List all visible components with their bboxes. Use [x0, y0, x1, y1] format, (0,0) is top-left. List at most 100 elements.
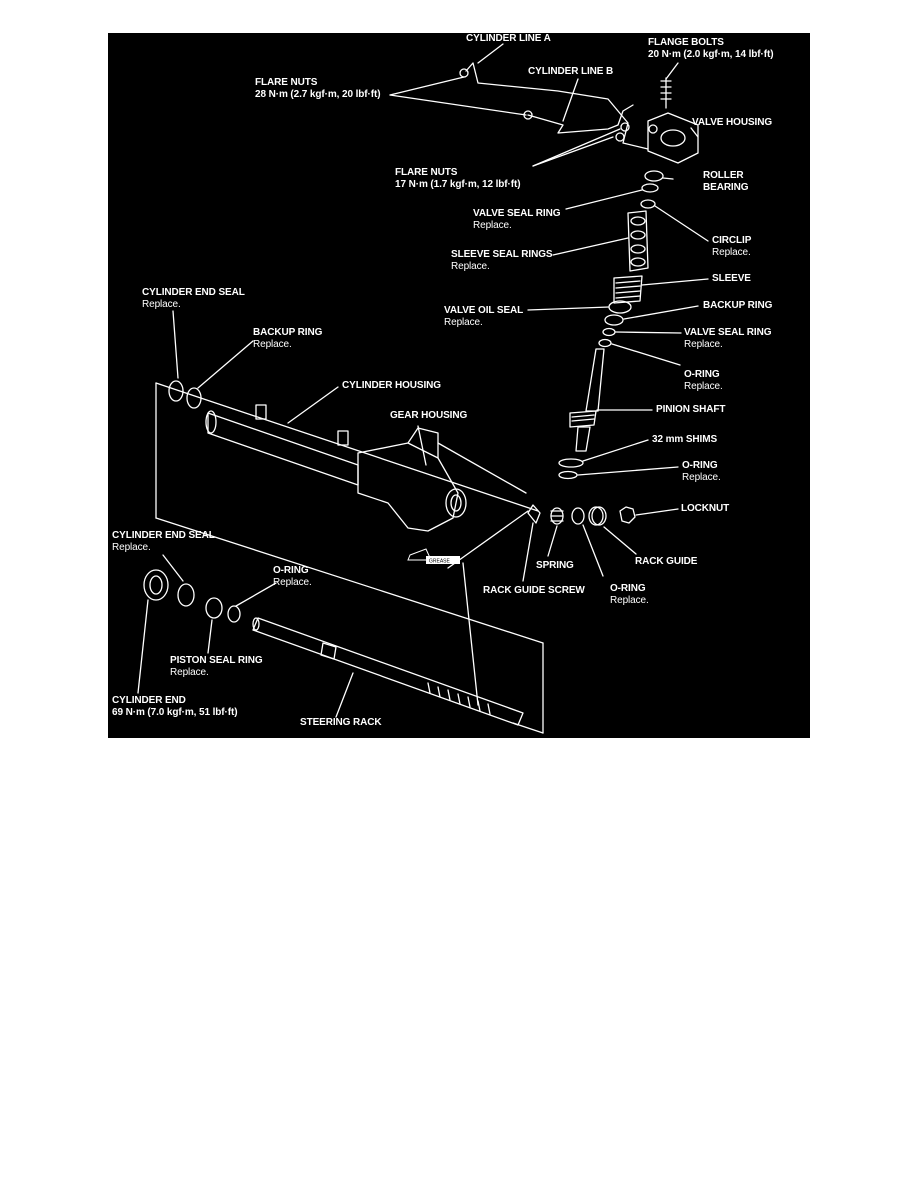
sleeve — [613, 275, 643, 304]
leader-flare-nuts-lower-1 — [532, 136, 614, 167]
gear-housing-pinion-boss — [407, 427, 439, 459]
steering-rack-piston — [320, 642, 337, 660]
leader-cylinder-line-b — [562, 78, 579, 122]
gear-housing-bore — [445, 488, 467, 518]
leader-cylinder-end-seal-lower — [162, 554, 184, 582]
rack-guide-part-back — [591, 506, 607, 526]
leader-sleeve-seal-rings — [552, 237, 629, 256]
valve-housing-flange-hole — [648, 124, 658, 134]
sleeve-seal-ring — [630, 230, 646, 240]
valve-seal-ring-upper — [641, 183, 659, 193]
leader-sleeve — [641, 278, 709, 286]
cylinder-housing-port-2 — [337, 430, 349, 446]
steering-rack-end — [252, 617, 260, 631]
shims — [558, 458, 584, 468]
sleeve-seal-ring — [630, 257, 646, 267]
roller-bearing — [644, 170, 664, 182]
o-ring-rack-guide-part — [571, 507, 585, 525]
leader-steering-rack — [335, 672, 354, 718]
leader-valve-seal-ring-lower — [615, 331, 682, 334]
label-backup-ring-right: BACKUP RING — [703, 300, 773, 311]
leader-backup-ring-right — [623, 305, 699, 320]
label-gear-housing: GEAR HOUSING — [390, 410, 468, 421]
cylinder-housing — [207, 412, 359, 486]
label-cylinder-housing: CYLINDER HOUSING — [342, 380, 441, 391]
leader-grease-rack — [462, 562, 479, 706]
label-shims: 32 mm SHIMS — [652, 434, 718, 445]
leader-locknut — [635, 508, 679, 516]
grease-tag-box — [426, 556, 460, 564]
outline-gear — [437, 442, 527, 494]
leader-flange-bolts — [665, 62, 679, 80]
leader-grease-screw — [447, 510, 529, 569]
leader-piston-seal-ring — [207, 619, 213, 654]
outline-bottom — [155, 517, 544, 644]
cylinder-housing-end — [205, 410, 217, 434]
locknut-part — [619, 506, 636, 524]
sleeve-seal-ring — [630, 216, 646, 226]
leader-flare-nuts-lower-2 — [532, 128, 621, 167]
flare-nut-a — [459, 68, 469, 78]
leader-o-ring-rack-guide — [582, 524, 604, 577]
circlip — [640, 199, 656, 209]
pinion-shaft — [585, 348, 605, 412]
leader-o-ring-left — [235, 582, 277, 607]
pinion-gear — [569, 410, 597, 428]
backup-ring-left-part — [186, 387, 202, 409]
label-pinion-shaft: PINION SHAFT — [656, 404, 726, 415]
rack-guide-part — [588, 506, 604, 526]
leader-valve-oil-seal — [527, 306, 610, 311]
leader-flare-nuts-upper-1 — [389, 76, 465, 96]
flare-nut-d — [615, 132, 625, 142]
leader-rack-guide-screw — [522, 522, 534, 582]
label-cylinder-line-b: CYLINDER LINE B — [528, 66, 614, 77]
pinion-teeth — [571, 414, 595, 422]
leader-cylinder-line-a — [477, 43, 504, 64]
spring-coils — [550, 510, 564, 522]
backup-ring-valve — [604, 314, 624, 326]
leader-flare-nuts-upper-2 — [389, 94, 527, 116]
pinion-shaft-end — [575, 426, 591, 452]
flare-nut-c — [620, 122, 630, 132]
cylinder-end-part-inner — [149, 575, 163, 595]
cylinder-line-a — [465, 62, 649, 150]
valve-housing-bore — [660, 129, 686, 147]
steering-rack-teeth — [427, 682, 491, 715]
gear-housing-bore-inner — [450, 494, 462, 512]
label-spring: SPRING — [536, 560, 574, 571]
outline-top — [155, 382, 539, 512]
valve-housing — [647, 112, 699, 164]
rack-guide-screw-part — [527, 504, 541, 524]
label-steering-rack: STEERING RACK — [300, 717, 382, 728]
leader-cylinder-housing — [287, 386, 339, 424]
o-ring-pinion — [598, 338, 612, 348]
label-cylinder-line-a: CYLINDER LINE A — [466, 33, 551, 44]
cylinder-end-seal-upper-part — [168, 380, 184, 402]
leader-valve-seal-ring-upper — [565, 189, 643, 210]
leader-cylinder-end-seal-upper — [172, 310, 179, 379]
flange-bolt-threads — [660, 80, 672, 100]
steering-rack-part — [252, 617, 524, 726]
piston-seal-ring-part — [205, 597, 223, 619]
o-ring-shims — [558, 470, 578, 480]
leader-shims — [582, 439, 649, 462]
label-rack-guide: RACK GUIDE — [635, 556, 698, 567]
cylinder-housing-port — [255, 404, 267, 420]
leader-gear-housing — [417, 425, 427, 466]
sleeve-grooves — [615, 280, 641, 299]
